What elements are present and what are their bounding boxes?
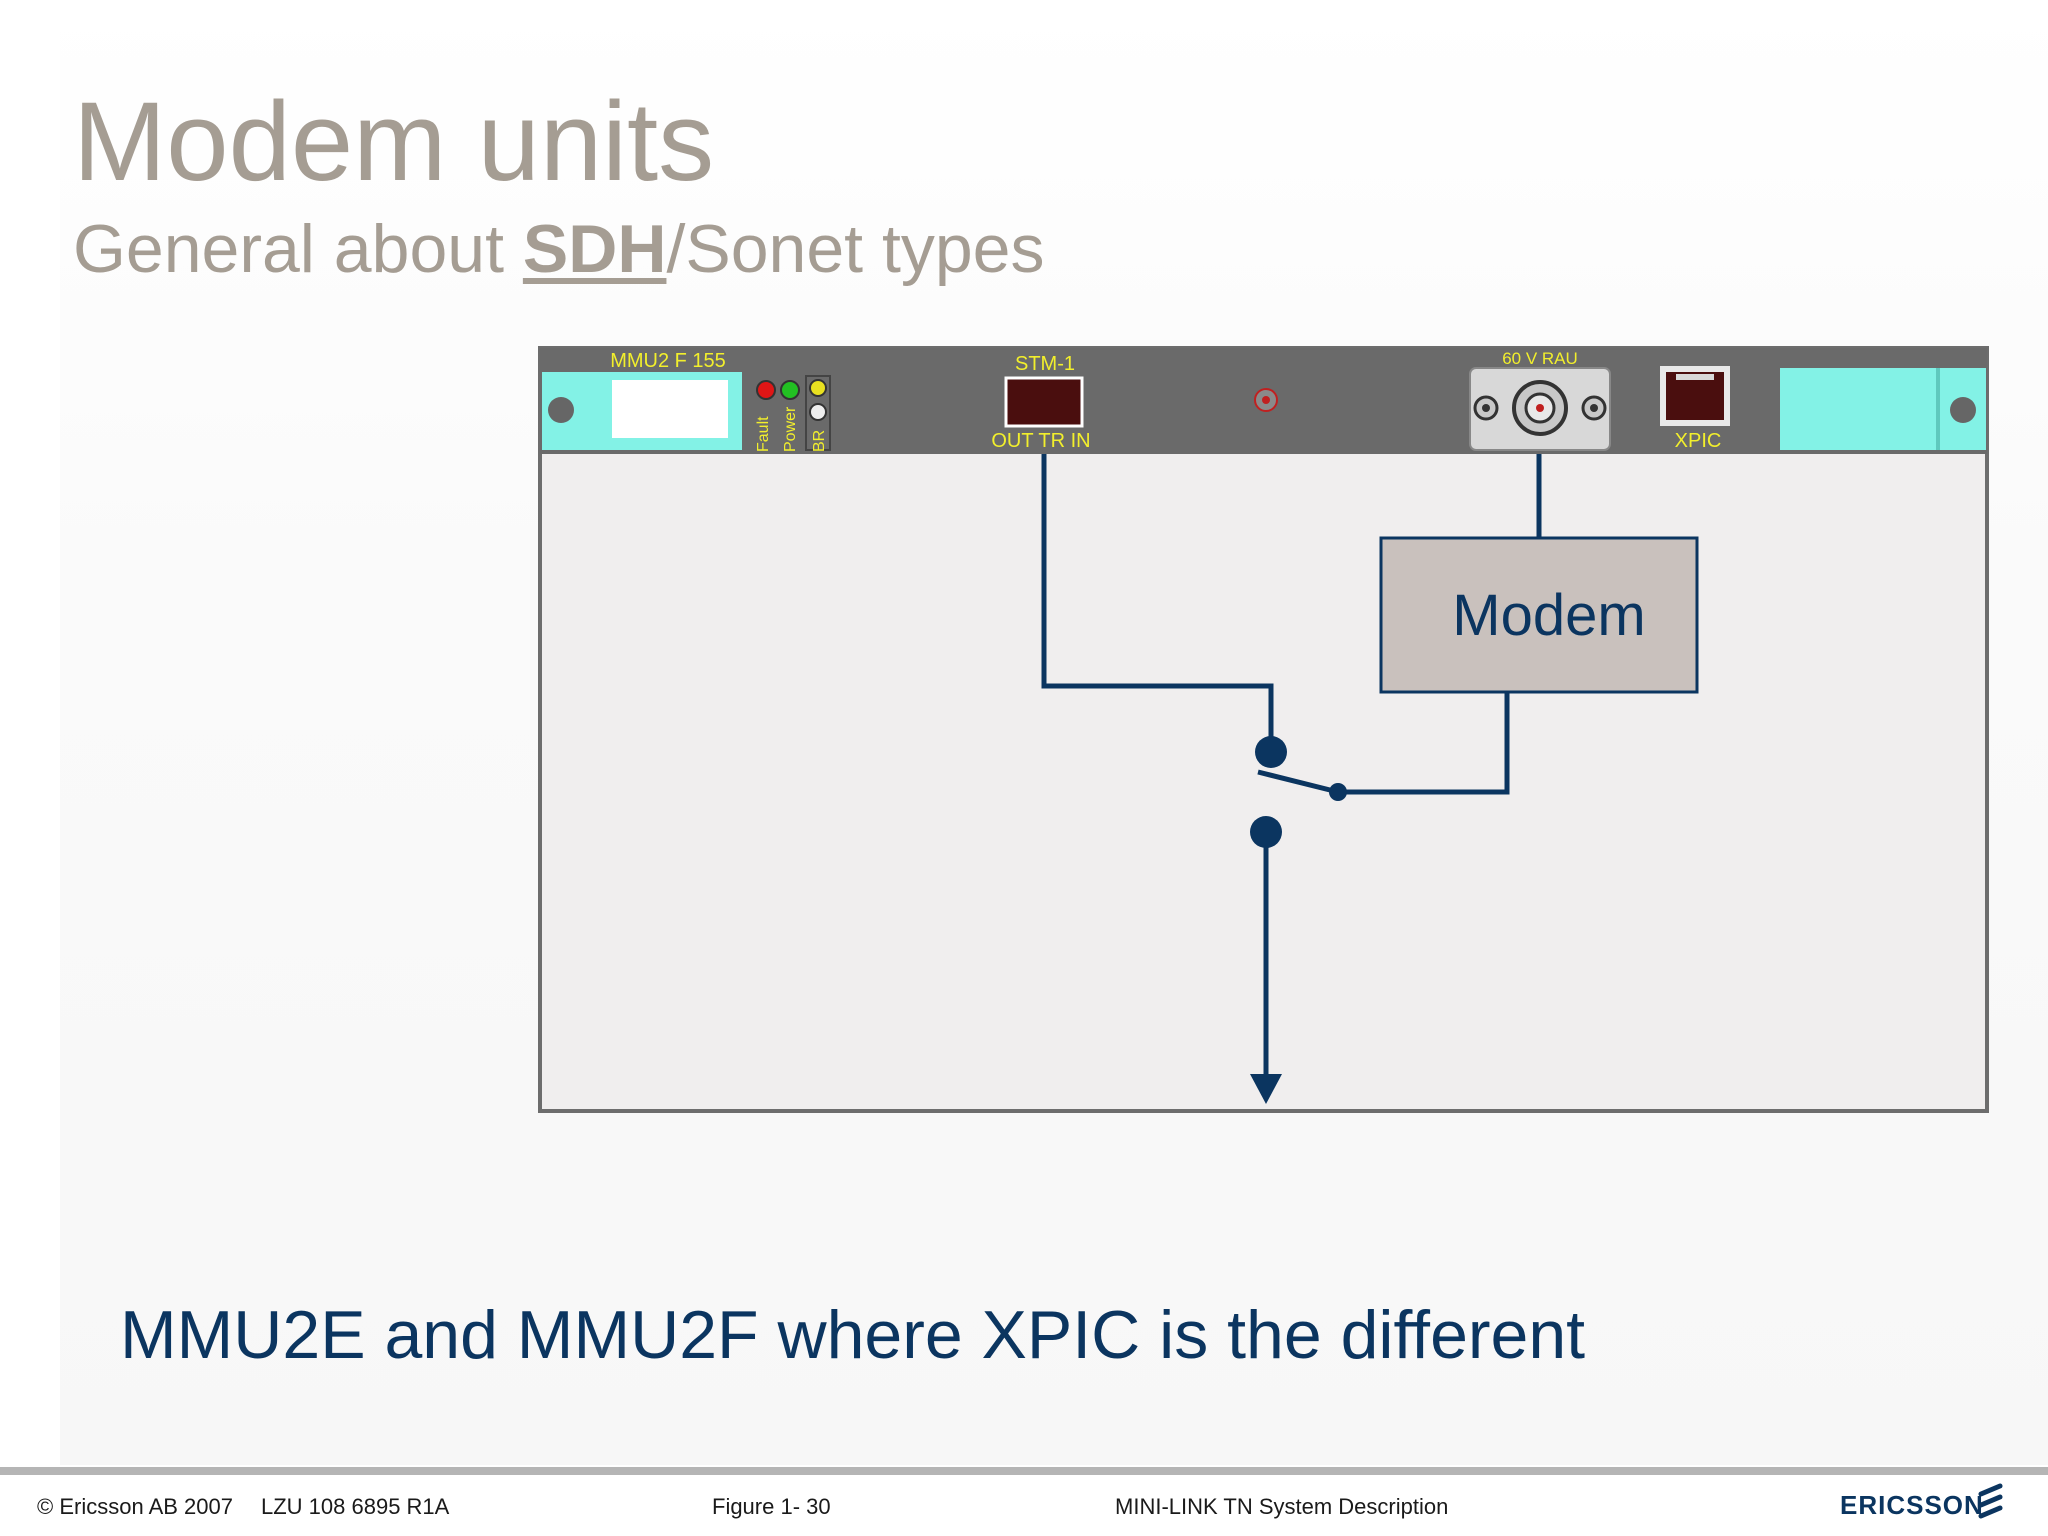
- ericsson-logo-icon: [1978, 1483, 2003, 1519]
- footer-figure-number: Figure 1- 30: [712, 1494, 831, 1519]
- xpic-label: XPIC: [1675, 430, 1722, 452]
- stm-port: [1004, 376, 1084, 428]
- switch-lever: [1257, 769, 1339, 795]
- right-screw: [1950, 397, 1976, 423]
- switch-contact-lower-icon: [1250, 816, 1282, 848]
- rau-screw-left-center: [1482, 404, 1490, 412]
- power-led-label: Power: [782, 406, 799, 452]
- label-window: [612, 380, 728, 438]
- switch-pivot-icon: [1329, 783, 1347, 801]
- rau-label: 60 V RAU: [1502, 349, 1578, 368]
- unit-name-label: MMU2 F 155: [610, 350, 726, 372]
- footer-doc-id: LZU 108 6895 R1A: [261, 1494, 450, 1519]
- subtitle-prefix: General about: [73, 211, 523, 287]
- footer-doc-title: MINI-LINK TN System Description: [1115, 1494, 1449, 1519]
- status-indicator-dot: [1262, 396, 1270, 404]
- footer-divider: [0, 1467, 2048, 1475]
- signal-paths: [1041, 454, 1542, 1076]
- slide-caption: MMU2E and MMU2F where XPIC is the differ…: [120, 1297, 1586, 1373]
- ericsson-wordmark: ERICSSON: [1840, 1490, 1984, 1520]
- xpic-port-contacts: [1676, 374, 1714, 380]
- br-led-label: BR: [811, 430, 828, 452]
- br-led-2-icon: [809, 403, 827, 421]
- modem-block: [1379, 536, 1699, 694]
- subtitle-keyword: SDH: [522, 211, 667, 287]
- slide-title: Modem units: [73, 79, 715, 204]
- br-led-icon: [809, 379, 827, 397]
- slide-subtitle: General about SDH/Sonet types: [73, 212, 1044, 287]
- modem-label: Modem: [1452, 583, 1645, 648]
- rau-screw-right-center: [1590, 404, 1598, 412]
- left-screw: [548, 397, 574, 423]
- right-handle-seam: [1936, 368, 1940, 450]
- footer-copyright: © Ericsson AB 2007: [37, 1494, 233, 1519]
- fault-led-label: Fault: [755, 416, 772, 452]
- br-led-frame: [805, 375, 831, 451]
- output-arrow-icon: [1250, 1074, 1282, 1104]
- subtitle-suffix: /Sonet types: [666, 211, 1045, 287]
- modem-unit-diagram: MMU2 F 155 Fault Power BR STM-1 OUT TR I…: [538, 346, 1989, 1113]
- power-led-icon: [780, 380, 800, 400]
- port-direction-label: OUT TR IN: [991, 430, 1090, 452]
- stm-label: STM-1: [1015, 353, 1075, 375]
- fault-led-icon: [756, 380, 776, 400]
- stm-signal-path: [1041, 454, 1274, 752]
- modem-output-path: [1338, 692, 1510, 795]
- rau-coax-pin: [1536, 404, 1544, 412]
- switch-contact-upper-icon: [1255, 736, 1287, 768]
